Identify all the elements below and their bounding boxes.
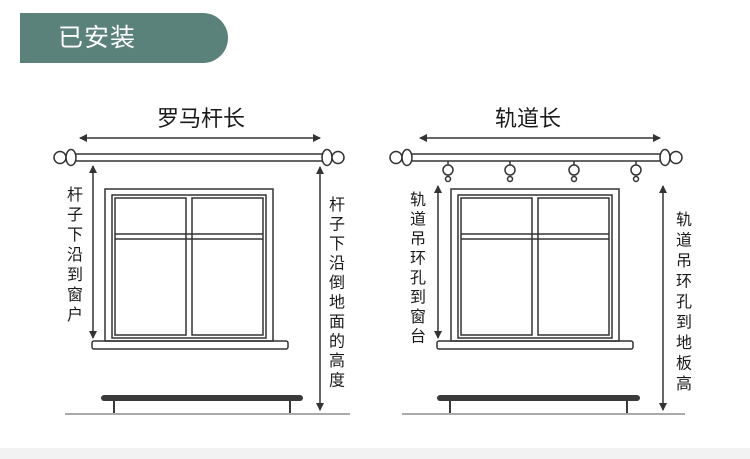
hook-hole (570, 175, 578, 183)
label-char: 面 (329, 312, 345, 331)
label-char: 到 (410, 288, 426, 307)
badge-label: 已安装 (58, 23, 137, 52)
label-char: 道 (676, 231, 692, 250)
hook-ring (568, 164, 580, 176)
label-char: 环 (676, 272, 692, 291)
label-char: 板 (676, 354, 692, 373)
bench-left (101, 395, 303, 413)
label-char: 吊 (676, 251, 692, 270)
label-char: 窗 (67, 285, 83, 304)
label-char: 地 (329, 293, 345, 312)
label-char: 高 (329, 351, 345, 370)
label-char: 轨 (676, 210, 692, 229)
bottom-band (0, 448, 750, 459)
label-char: 子 (67, 205, 83, 224)
label-char: 的 (329, 332, 345, 351)
curtain-rod (53, 148, 345, 167)
label-char: 度 (329, 371, 345, 390)
label-char: 轨 (410, 190, 426, 209)
label-char: 沿 (329, 254, 345, 273)
label-char: 窗 (410, 307, 426, 326)
track-hooks (442, 161, 642, 183)
label-char: 杆 (329, 195, 345, 214)
window-right (436, 188, 634, 350)
hook-ring (630, 164, 642, 176)
label-char: 孔 (410, 268, 426, 287)
hook-hole (444, 175, 452, 183)
label-char: 道 (410, 210, 426, 229)
label-char: 下 (329, 234, 345, 253)
label-char: 下 (67, 225, 83, 244)
window-left (91, 188, 289, 350)
label-char: 孔 (676, 292, 692, 311)
label-char: 到 (676, 313, 692, 332)
hook-ring (504, 164, 516, 176)
installed-badge: 已安装 (20, 13, 228, 63)
bench-right (437, 395, 640, 413)
label-char: 子 (329, 215, 345, 234)
hook-hole (506, 175, 514, 183)
label-char: 地 (676, 333, 692, 352)
label-char: 沿 (67, 245, 83, 264)
label-char: 吊 (410, 229, 426, 248)
label-char: 到 (67, 265, 83, 284)
label-char: 台 (410, 327, 426, 346)
label-char: 杆 (67, 185, 83, 204)
rod-finial-left (53, 150, 67, 165)
label-char: 环 (410, 249, 426, 268)
curtain-track (389, 148, 683, 167)
label-char: 倒 (329, 273, 345, 292)
rod-length-title: 罗马杆长 (157, 107, 245, 132)
label-char: 高 (676, 374, 692, 393)
label-char: 户 (67, 305, 83, 324)
track-length-title: 轨道长 (495, 107, 561, 132)
hook-hole (632, 175, 640, 183)
rod-finial-right (331, 150, 345, 165)
hook-ring (442, 164, 454, 176)
